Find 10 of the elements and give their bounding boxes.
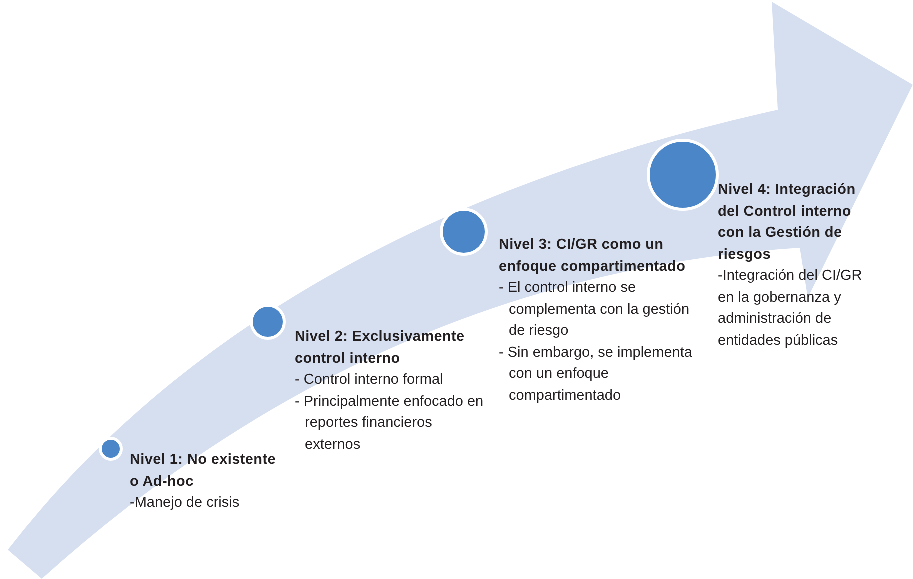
level-heading: Nivel 2: Exclusivamente control interno: [295, 328, 466, 368]
level-description: - El control interno se complementa con la gestión de riesgo: [499, 279, 691, 341]
level-description: -Integración del CI/GR en la gobernanza y administración de entidades públicas: [718, 267, 864, 350]
level-description: - Sin embargo, se implementa con un enfoque compartimentado: [499, 344, 694, 406]
level-description: -Manejo de crisis: [130, 494, 241, 513]
level-description: - Principalmente enfocado en reportes financieros externos: [295, 392, 485, 454]
level-heading: Nivel 3: CI/GR como un enfoque compartimentado: [499, 236, 687, 276]
level-heading: Nivel 4: Integración del Control interno con la Gestión de riesgos: [718, 181, 857, 264]
level-heading: Nivel 1: No existente o Ad-hoc: [130, 451, 278, 492]
level-description: - Control interno formal: [295, 371, 444, 390]
